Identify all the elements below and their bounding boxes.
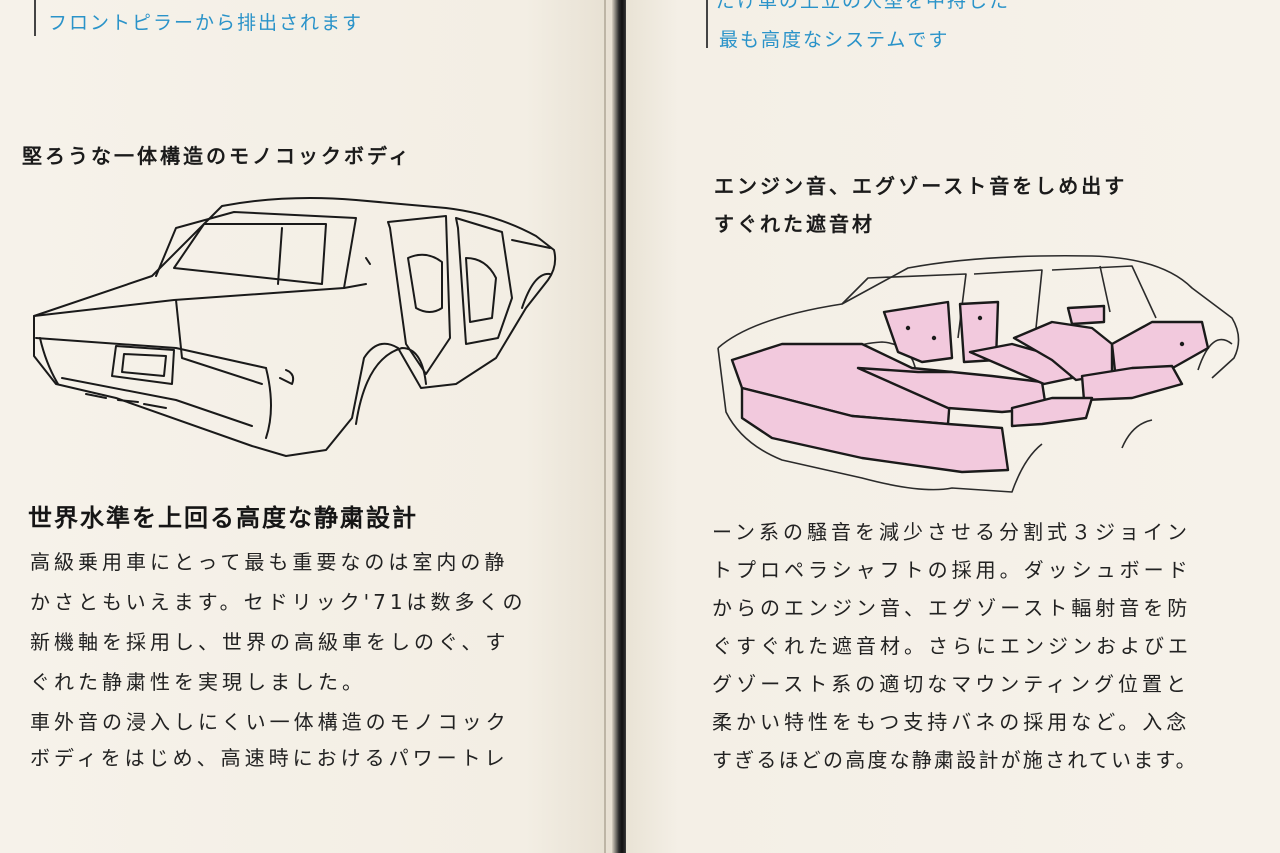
body-line: 車外音の浸入しにくい一体構造のモノコック <box>30 710 510 734</box>
body-line: からのエンジン音、エグゾースト輻射音を防 <box>712 596 1192 620</box>
section-heading: 世界水準を上回る高度な静粛設計 <box>28 504 418 532</box>
body-line: 柔かい特性をもつ支持バネの採用など。入念 <box>712 710 1191 734</box>
body-line: すぎるほどの高度な静粛設計が施されています。 <box>712 748 1198 772</box>
body-line: グゾースト系の適切なマウンティング位置と <box>712 672 1190 696</box>
top-caption: フロントピラーから排出されます <box>48 12 364 34</box>
body-line: ーン系の騒音を減少させる分割式３ジョイン <box>712 520 1191 544</box>
body-line: トプロペラシャフトの採用。ダッシュボード <box>712 558 1192 582</box>
body-line: かさともいえます。セドリック'71は数多くの <box>30 590 527 614</box>
top-caption-line-2: 最も高度なシステムです <box>719 29 950 51</box>
body-line: ぐれた静粛性を実現しました。 <box>30 670 366 694</box>
sound-insulation-illustration <box>717 254 1240 493</box>
top-caption-line-1: だけ車の土立の人型を中持した <box>716 0 1011 12</box>
illustration-heading-line-1: エンジン音、エグゾースト音をしめ出す <box>714 174 1128 198</box>
body-line: ぐすぐれた遮音材。さらにエンジンおよびエ <box>712 634 1192 658</box>
left-page: フロントピラーから排出されます 堅ろうな一体構造のモノコックボディ <box>0 0 618 853</box>
right-page: だけ車の土立の人型を中持した 最も高度なシステムです エンジン音、エグゾースト音… <box>626 0 1280 853</box>
monocoque-body-illustration <box>33 197 557 457</box>
illustration-heading: 堅ろうな一体構造のモノコックボディ <box>22 144 412 168</box>
body-line: ボディをはじめ、高速時におけるパワートレ <box>30 746 509 770</box>
caption-rule <box>34 0 36 36</box>
caption-rule <box>706 0 708 48</box>
illustration-heading-line-2: すぐれた遮音材 <box>714 212 875 236</box>
body-line: 高級乗用車にとって最も重要なのは室内の静 <box>30 550 509 574</box>
page-edge <box>604 0 606 853</box>
body-line: 新機軸を採用し、世界の高級車をしのぐ、す <box>30 630 510 654</box>
